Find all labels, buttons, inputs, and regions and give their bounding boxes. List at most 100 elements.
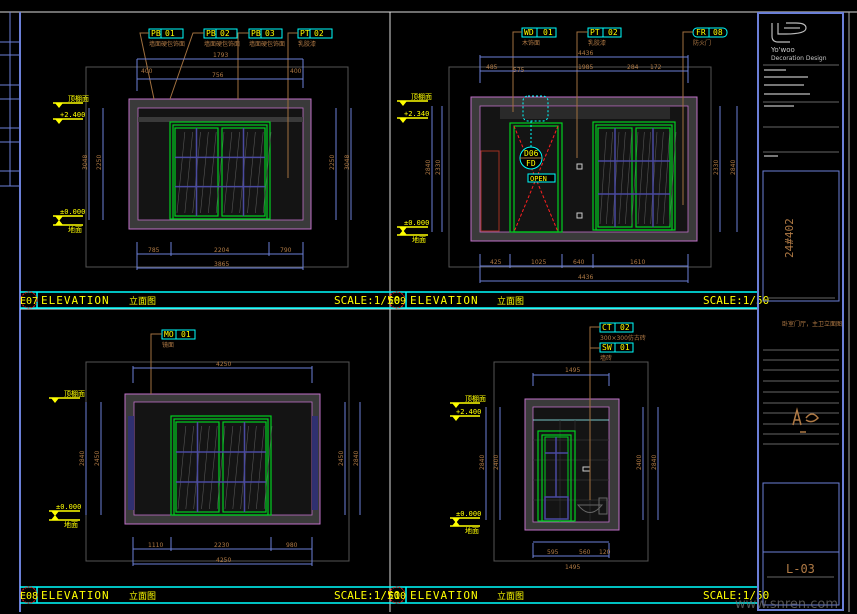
svg-text:2840: 2840 <box>79 451 86 466</box>
svg-text:CT: CT <box>602 323 612 332</box>
glass-hatch <box>184 131 193 214</box>
svg-text:08: 08 <box>713 28 723 37</box>
dimensions: 4436 485 575 1985 284 172 425 1025 640 1… <box>425 50 738 283</box>
switch-icon <box>576 163 583 170</box>
svg-text:±0.000: ±0.000 <box>60 208 85 216</box>
tag-material: 墙面硬包饰面 <box>149 40 185 48</box>
svg-text:4250: 4250 <box>216 557 231 564</box>
svg-text:4436: 4436 <box>578 274 593 281</box>
svg-text:+2.340: +2.340 <box>404 110 429 118</box>
svg-text:2400: 2400 <box>493 455 500 470</box>
svg-text:SW: SW <box>602 343 612 352</box>
svg-text:立面图: 立面图 <box>497 295 524 307</box>
svg-text:3865: 3865 <box>214 261 229 268</box>
svg-text:2250: 2250 <box>329 155 336 170</box>
glass-hatch <box>224 425 234 510</box>
svg-text:575: 575 <box>513 67 525 74</box>
signature: 签名 <box>792 407 819 433</box>
glass-hatch <box>216 425 226 510</box>
door-d06[interactable]: D06 FD OPEN <box>509 95 563 233</box>
glass-hatch <box>231 131 240 214</box>
svg-text:790: 790 <box>280 247 292 254</box>
glass-hatch <box>215 131 225 214</box>
svg-text:2230: 2230 <box>214 542 229 549</box>
outline-frame <box>448 66 712 268</box>
glass-hatch <box>176 131 186 214</box>
glass-hatch <box>637 131 645 225</box>
level-markers: 顶棚面 ±0.000 地面 <box>49 389 85 529</box>
svg-text:±0.000: ±0.000 <box>456 510 481 518</box>
svg-text:+2.400: +2.400 <box>456 408 481 416</box>
outline-frame <box>493 361 649 562</box>
glass-hatch <box>656 131 664 225</box>
svg-text:墙砖: 墙砖 <box>600 354 612 362</box>
svg-text:2840: 2840 <box>353 451 360 466</box>
drawing-number-circle <box>20 291 38 309</box>
window-sliding <box>169 121 272 220</box>
svg-text:2840: 2840 <box>730 160 737 175</box>
window-frame-inner <box>595 124 673 231</box>
svg-text:3048: 3048 <box>344 155 351 170</box>
svg-text:乳胶漆: 乳胶漆 <box>588 39 606 47</box>
wardrobe-panel <box>480 150 500 232</box>
toilet-icon <box>576 497 608 515</box>
svg-text:顶棚面: 顶棚面 <box>64 389 85 398</box>
side-column-right <box>312 416 318 510</box>
svg-text:1610: 1610 <box>630 259 645 266</box>
svg-text:1495: 1495 <box>565 367 580 374</box>
svg-text:镜面: 镜面 <box>162 341 174 349</box>
leader-lines <box>150 333 162 394</box>
dimensions: 4250 1110 2230 980 4250 2840 2450 2450 2… <box>79 361 361 566</box>
glass-hatch <box>248 425 257 510</box>
svg-text:485: 485 <box>486 64 498 71</box>
tag-material: 乳胶漆 <box>298 40 316 48</box>
shower-door <box>537 430 576 522</box>
svg-text:1793: 1793 <box>213 52 228 59</box>
leader-lines <box>589 326 600 500</box>
title-bar-e07: E07 ELEVATION 立面图 SCALE:1/50 E09 ELEVATI… <box>20 291 769 309</box>
tag-material: 墙面硬包饰面 <box>204 40 240 48</box>
glass-hatch <box>209 425 218 510</box>
svg-text:ELEVATION: ELEVATION <box>410 589 479 602</box>
glass-hatch <box>263 425 273 510</box>
svg-text:01: 01 <box>543 28 553 37</box>
svg-text:E10: E10 <box>388 591 406 602</box>
svg-text:2840: 2840 <box>479 455 486 470</box>
company-logo <box>771 22 807 43</box>
glass-hatch <box>208 131 217 214</box>
outline-frame <box>85 66 349 268</box>
svg-text:785: 785 <box>148 247 160 254</box>
svg-text:SCALE:1/50: SCALE:1/50 <box>703 294 769 307</box>
glass-hatch <box>255 131 264 214</box>
svg-text:ELEVATION: ELEVATION <box>410 294 479 307</box>
glass-hatch <box>631 131 639 225</box>
title-bar-e08: E08 ELEVATION 立面图 SCALE:1/50 E10 ELEVATI… <box>20 586 769 604</box>
glass-hatch <box>247 131 256 214</box>
glass-hatch <box>650 131 658 225</box>
svg-text:ELEVATION: ELEVATION <box>41 294 110 307</box>
tag-number: 02 <box>220 29 230 38</box>
glass-hatch <box>612 131 620 225</box>
svg-text:地面: 地面 <box>465 526 479 535</box>
svg-text:400: 400 <box>141 68 153 75</box>
svg-text:400: 400 <box>290 68 302 75</box>
tag-material: 墙面硬包饰面 <box>249 40 285 48</box>
svg-text:2330: 2330 <box>435 160 442 175</box>
svg-text:3048: 3048 <box>82 155 89 170</box>
project-number: 24#402 <box>783 218 796 258</box>
